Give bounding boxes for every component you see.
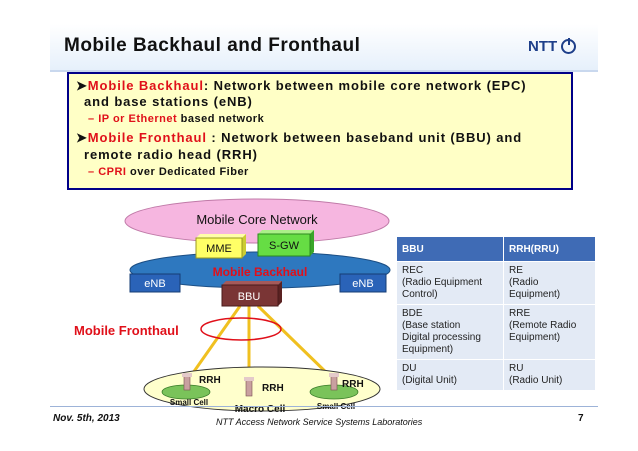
enb-left-node: eNB — [129, 273, 181, 293]
rrh-label-left: RRH — [199, 375, 221, 386]
page-number: 7 — [578, 413, 584, 424]
ntt-logo-icon — [561, 38, 577, 54]
fronthaul-sub-red: CPRI — [98, 166, 127, 178]
core-network-label: Mobile Core Network — [196, 212, 318, 227]
table-row: DU(Digital Unit) RU(Radio Unit) — [396, 359, 596, 391]
macro-cell-area — [143, 366, 381, 412]
slide-title: Mobile Backhaul and Fronthaul — [64, 35, 361, 56]
ntt-logo: NTT — [528, 38, 577, 55]
macro-cell-label: Macro Cell — [235, 404, 286, 415]
table-header: RRH(RRU) — [503, 236, 596, 262]
mme-node: MME — [195, 234, 246, 259]
footer-date: Nov. 5th, 2013 — [53, 413, 120, 424]
bbu-label: BBU — [238, 291, 261, 303]
dash-bullet-icon: – — [88, 166, 99, 178]
table-cell: DU(Digital Unit) — [396, 359, 504, 391]
backhaul-sub-red: IP or Ethernet — [98, 113, 178, 125]
sgw-label: S-GW — [269, 240, 300, 252]
rrh-label-center: RRH — [262, 383, 284, 394]
fronthaul-label: Mobile Fronthaul — [87, 130, 207, 145]
backhaul-sub-rest: based network — [177, 113, 265, 125]
fronthaul-line: ➤Mobile Fronthaul : Network between base… — [76, 130, 522, 146]
small-cell-left-label: Small Cell — [170, 398, 208, 407]
footer-divider — [50, 406, 598, 407]
antenna-icon — [182, 373, 192, 391]
backhaul-label: Mobile Backhaul — [87, 78, 204, 93]
bbu-node: BBU — [221, 281, 282, 307]
fronthaul-label: Mobile Fronthaul — [74, 323, 179, 338]
backhaul-desc-2: and base stations (eNB) — [84, 94, 253, 109]
table-header-row: BBU RRH(RRU) — [396, 236, 596, 262]
fronthaul-desc: : Network between baseband unit (BBU) an… — [206, 130, 523, 145]
antenna-icon — [329, 373, 339, 391]
dash-bullet-icon: – — [88, 113, 99, 125]
sgw-node: S-GW — [257, 230, 314, 257]
enb-right-label: eNB — [352, 278, 373, 290]
rrh-label-right: RRH — [342, 379, 364, 390]
backhaul-label: Mobile Backhaul — [213, 265, 308, 279]
fronthaul-sub-rest: over Dedicated Fiber — [126, 166, 249, 178]
enb-right-node: eNB — [339, 273, 387, 293]
backhaul-desc: : Network between mobile core network (E… — [203, 78, 527, 93]
enb-left-label: eNB — [144, 278, 165, 290]
mme-label: MME — [206, 243, 232, 255]
fiber-line-right — [256, 304, 336, 382]
core-network-cloud — [124, 198, 390, 244]
arrow-bullet-icon: ➤ — [76, 130, 88, 145]
footer-organization: NTT Access Network Service Systems Labor… — [216, 417, 423, 427]
title-bar — [50, 24, 598, 72]
fronthaul-desc-2: remote radio head (RRH) — [84, 147, 258, 162]
arrow-bullet-icon: ➤ — [76, 78, 88, 93]
summary-box — [67, 72, 573, 190]
fronthaul-ring — [200, 317, 282, 341]
backhaul-sub: – IP or Ethernet based network — [88, 113, 264, 125]
table-header: BBU — [396, 236, 504, 262]
table-cell: RU(Radio Unit) — [503, 359, 596, 391]
logo-text: NTT — [528, 38, 558, 55]
backhaul-line: ➤Mobile Backhaul: Network between mobile… — [76, 78, 526, 94]
antenna-icon — [244, 377, 254, 397]
fronthaul-sub: – CPRI over Dedicated Fiber — [88, 166, 249, 178]
